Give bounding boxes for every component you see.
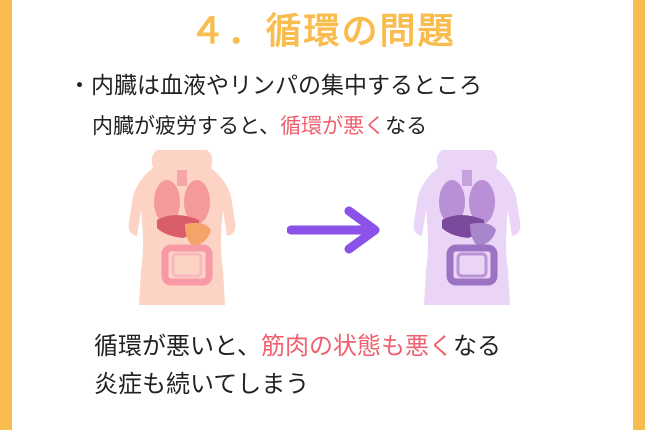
bullet-line-1: ・内臓は血液やリンパの集中するところ xyxy=(68,66,482,100)
line-3: 循環が悪いと、筋肉の状態も悪くなる xyxy=(94,326,501,361)
sub-line-2: 内臓が疲労すると、循環が悪くなる xyxy=(92,110,427,140)
line3-post: なる xyxy=(453,332,502,360)
line2-post: なる xyxy=(385,114,428,138)
right-frame-bar xyxy=(633,0,645,430)
slide-title: ４．循環の問題 xyxy=(189,11,456,52)
line1-text: 内臓は血液やリンパの集中するところ xyxy=(91,73,482,99)
human-torso-organs-purple-icon xyxy=(412,150,522,309)
line3-pre: 循環が悪いと、 xyxy=(94,332,262,360)
line2-pre: 内臓が疲労すると、 xyxy=(92,114,281,138)
slide-content: ４．循環の問題 ・内臓は血液やリンパの集中するところ 内臓が疲労すると、循環が悪… xyxy=(12,0,633,430)
left-frame-bar xyxy=(0,0,12,430)
right-arrow-icon xyxy=(286,205,387,259)
human-torso-organs-icon xyxy=(127,150,237,309)
line3-highlight: 筋肉の状態も悪く xyxy=(261,332,454,360)
line2-highlight: 循環が悪く xyxy=(280,114,386,138)
bullet-mark: ・ xyxy=(68,73,91,99)
line-4: 炎症も続いてしまう xyxy=(94,370,310,398)
